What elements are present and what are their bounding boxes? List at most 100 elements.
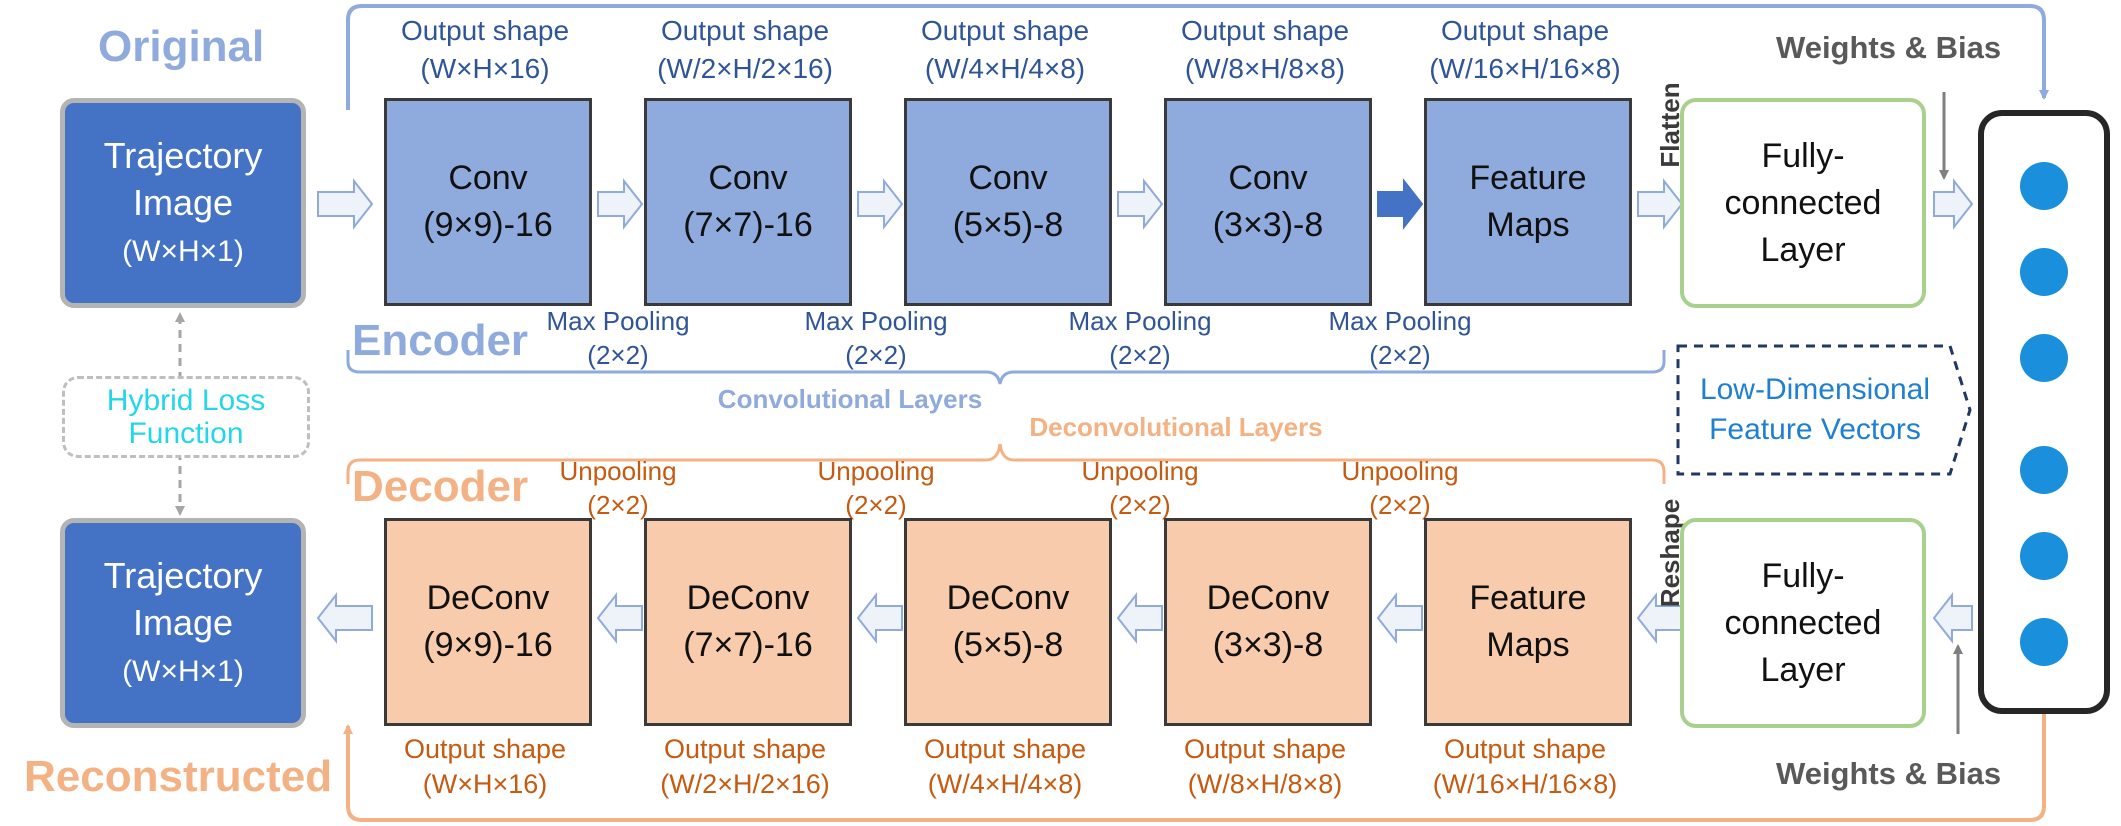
dec-shape-4-value: (W/8×H/8×8) [1187,769,1343,799]
fc-top-line3: Layer [1760,230,1846,269]
unpooling-3-size: (2×2) [1109,490,1171,520]
low-dim-line1: Low-Dimensional [1699,373,1931,406]
dec-shape-1-value: (W×H×16) [422,769,548,799]
dec-shape-4-label: Output shape [1183,734,1347,764]
feature-node-3 [2020,334,2068,382]
unpooling-2: Unpooling (2×2) [806,454,946,522]
fc-layer-top: Fully- connected Layer [1680,98,1926,308]
enc-shape-3-value: (W/4×H/4×8) [924,53,1086,84]
conv-block-3: Conv (5×5)-8 [904,98,1112,306]
reconstructed-title: Reconstructed [24,752,333,801]
max-pooling-2-size: (2×2) [845,340,907,370]
max-pooling-4-label: Max Pooling [1328,306,1472,336]
deconv-block-2-line2: (7×7)-16 [683,626,813,664]
enc-shape-3-label: Output shape [920,15,1090,46]
deconv-block-1-line1: DeConv [426,579,550,617]
loss-line1: Hybrid Loss [106,384,266,417]
enc-shape-1-value: (W×H×16) [420,53,550,84]
dec-feature-maps-line2: Maps [1486,626,1570,664]
deconv-block-4-line1: DeConv [1206,579,1330,617]
unpooling-4-size: (2×2) [1369,490,1431,520]
feature-node-1 [2020,162,2068,210]
conv-block-4: Conv (3×3)-8 [1164,98,1372,306]
weights-bias-bottom: Weights & Bias [1776,756,2002,791]
max-pooling-1: Max Pooling (2×2) [538,304,698,372]
decoder-feature-maps: Feature Maps [1424,518,1632,726]
conv-block-3-line2: (5×5)-8 [952,206,1064,244]
conv-block-2-line2: (7×7)-16 [683,206,813,244]
unpooling-2-label: Unpooling [817,456,935,486]
fc-layer-bottom: Fully- connected Layer [1680,518,1926,728]
enc-feature-maps-line1: Feature [1469,159,1587,197]
max-pooling-3-label: Max Pooling [1068,306,1212,336]
unpooling-4-label: Unpooling [1341,456,1459,486]
feature-node-2 [2020,248,2068,296]
max-pooling-1-size: (2×2) [587,340,649,370]
dec-shape-1-label: Output shape [403,734,567,764]
original-title: Original [98,22,265,71]
max-pooling-1-label: Max Pooling [546,306,690,336]
conv-block-2: Conv (7×7)-16 [644,98,852,306]
dec-shape-2-value: (W/2×H/2×16) [660,769,830,799]
deconv-block-1-line2: (9×9)-16 [423,626,553,664]
enc-shape-2-label: Output shape [660,15,830,46]
max-pooling-3-size: (2×2) [1109,340,1171,370]
output-trajectory-image: Trajectory Image (W×H×1) [60,518,306,728]
max-pooling-2-label: Max Pooling [804,306,948,336]
feature-node-6 [2020,618,2068,666]
conv-block-1-line2: (9×9)-16 [423,206,553,244]
output-image-line1: Trajectory [103,555,263,596]
conv-block-4-line2: (3×3)-8 [1212,206,1324,244]
input-image-line2: Image [132,182,234,223]
unpooling-4: Unpooling (2×2) [1330,454,1470,522]
conv-block-2-line1: Conv [708,159,788,197]
dec-shape-5-value: (W/16×H/16×8) [1432,769,1618,799]
dec-shape-2-label: Output shape [663,734,827,764]
output-image-line3: (W×H×1) [122,655,244,688]
deconv-block-3-line1: DeConv [946,579,1070,617]
low-dim-feature-vectors: Low-Dimensional Feature Vectors [1680,350,1950,470]
convolutional-layers-label: Convolutional Layers [717,384,983,414]
weights-bias-top: Weights & Bias [1776,30,2002,65]
max-pooling-2: Max Pooling (2×2) [796,304,956,372]
dec-shape-5-label: Output shape [1443,734,1607,764]
conv-block-1: Conv (9×9)-16 [384,98,592,306]
dec-shape-5: Output shape (W/16×H/16×8) [1410,732,1640,802]
loss-line2: Function [128,417,244,450]
enc-shape-4-label: Output shape [1180,15,1350,46]
dec-shape-3: Output shape (W/4×H/4×8) [900,732,1110,802]
enc-shape-5-value: (W/16×H/16×8) [1429,53,1621,84]
enc-shape-4-value: (W/8×H/8×8) [1184,53,1346,84]
feature-vector-column [1978,110,2110,714]
fc-top-line2: connected [1724,183,1882,222]
deconv-block-1: DeConv (9×9)-16 [384,518,592,726]
dec-feature-maps-line1: Feature [1469,579,1587,617]
unpooling-3-label: Unpooling [1081,456,1199,486]
encoder-feature-maps: Feature Maps [1424,98,1632,306]
dec-shape-2: Output shape (W/2×H/2×16) [640,732,850,802]
unpooling-1-size: (2×2) [587,490,649,520]
enc-shape-5-label: Output shape [1440,15,1610,46]
fc-bottom-line3: Layer [1760,650,1846,689]
dec-shape-3-value: (W/4×H/4×8) [927,769,1083,799]
enc-shape-1: Output shape (W×H×16) [380,12,590,88]
encoder-title: Encoder [352,316,529,365]
dec-shape-3-label: Output shape [923,734,1087,764]
dec-shape-4: Output shape (W/8×H/8×8) [1160,732,1370,802]
deconv-block-2-line1: DeConv [686,579,810,617]
enc-shape-2: Output shape (W/2×H/2×16) [640,12,850,88]
unpooling-1: Unpooling (2×2) [548,454,688,522]
input-image-line1: Trajectory [103,135,263,176]
enc-shape-4: Output shape (W/8×H/8×8) [1160,12,1370,88]
enc-shape-3: Output shape (W/4×H/4×8) [900,12,1110,88]
deconv-block-3: DeConv (5×5)-8 [904,518,1112,726]
fc-bottom-line1: Fully- [1761,556,1845,595]
enc-shape-1-label: Output shape [400,15,570,46]
deconv-block-3-line2: (5×5)-8 [952,626,1064,664]
decoder-title: Decoder [352,462,529,511]
deconv-block-4: DeConv (3×3)-8 [1164,518,1372,726]
unpooling-3: Unpooling (2×2) [1070,454,1210,522]
deconv-block-2: DeConv (7×7)-16 [644,518,852,726]
enc-feature-maps-line2: Maps [1486,206,1570,244]
max-pooling-4: Max Pooling (2×2) [1320,304,1480,372]
